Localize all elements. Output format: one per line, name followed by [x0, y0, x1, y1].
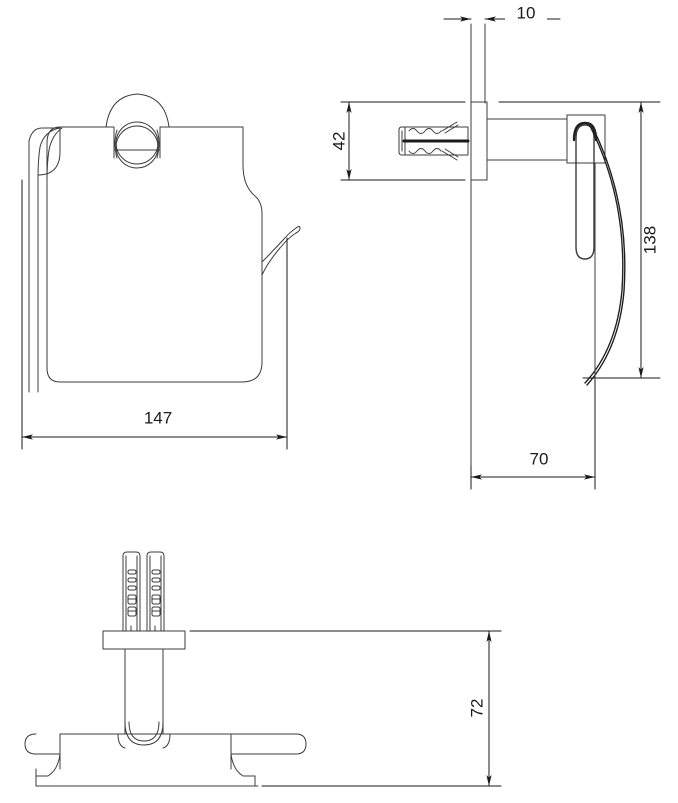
- side-wall-line: [470, 23, 486, 467]
- bottom-wall-plate: [102, 630, 186, 650]
- side-view: [340, 23, 661, 490]
- dimension-label-72: 72: [467, 699, 486, 718]
- side-extension-lines: [340, 101, 661, 490]
- bottom-stem: [124, 648, 164, 746]
- side-cover-flap: [584, 123, 626, 386]
- front-cover-plate: [46, 126, 263, 383]
- label-bg-147: [128, 406, 188, 430]
- front-roll-arm: [261, 226, 301, 276]
- bottom-anchor-right: [146, 551, 165, 632]
- dimension-label-70: 70: [530, 449, 549, 468]
- dimension-label-147: 147: [144, 408, 172, 427]
- side-wall-plate: [470, 101, 488, 181]
- dimension-label-10: 10: [517, 3, 536, 22]
- side-arm: [486, 118, 568, 161]
- bottom-anchor-left: [122, 551, 141, 632]
- label-bg-70: [518, 447, 560, 471]
- dimension-label-138: 138: [640, 226, 659, 254]
- label-bg-10: [505, 2, 547, 26]
- bottom-extension-lines: [189, 630, 502, 787]
- dimension-labels: 147 10 42 138 70 72: [128, 2, 659, 717]
- side-hub-block: [566, 114, 606, 164]
- front-hub: [105, 93, 170, 169]
- bottom-cover-plate: [24, 721, 307, 787]
- side-hook-rod: [572, 121, 598, 260]
- front-left-bracket: [28, 127, 63, 393]
- front-extension-lines: [21, 179, 288, 450]
- dimension-label-42: 42: [329, 132, 348, 151]
- front-view: [21, 93, 301, 450]
- bottom-view: [24, 551, 502, 787]
